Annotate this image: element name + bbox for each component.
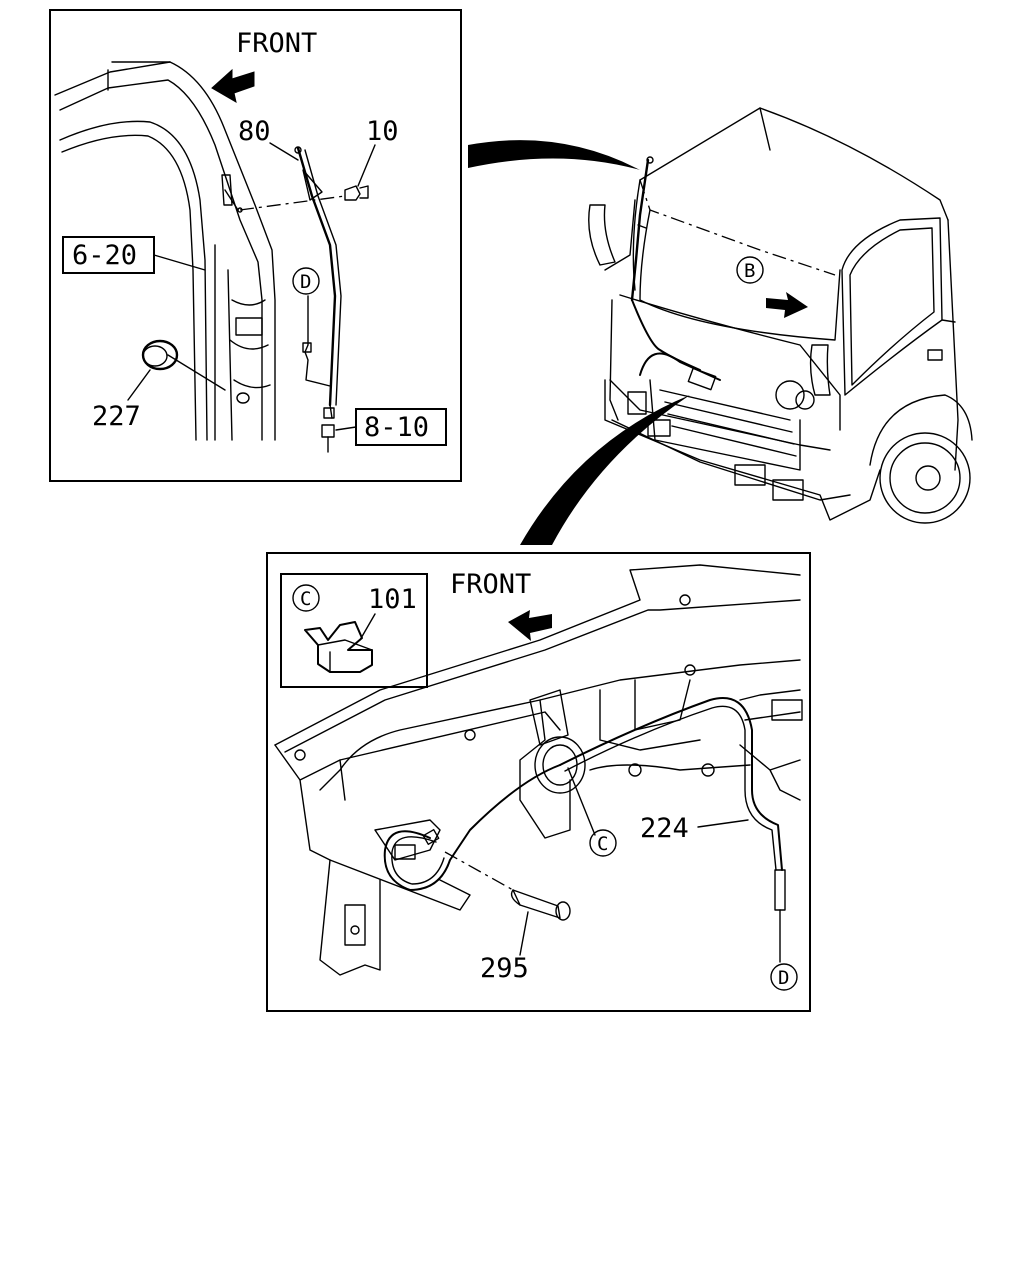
radiator-support-frame: [274, 564, 803, 976]
sleeve-part-295: [444, 851, 571, 956]
reference-box-6-20: 6-20: [62, 236, 206, 274]
clip-inset-c: C 101: [280, 573, 428, 688]
cab-pillar-drawing: [54, 61, 276, 441]
front-arrow-top: [211, 68, 255, 104]
marker-b-circle: [736, 256, 764, 284]
marker-c-inset: C: [300, 588, 311, 610]
part-number-80: 80: [238, 116, 271, 147]
front-arrow-bottom: [508, 610, 552, 641]
cable-routing-panel: FRONT C 101: [266, 552, 811, 1012]
marker-c-callout: C: [597, 833, 608, 855]
part-number-10: 10: [366, 116, 399, 147]
callout-swoosh-upper: [468, 140, 640, 170]
marker-d-top-circle: [292, 267, 320, 295]
front-label-top: FRONT: [236, 28, 317, 59]
part-number-227: 227: [92, 401, 141, 432]
marker-d-bottom-circle: [770, 963, 798, 991]
marker-b: B: [744, 260, 755, 282]
reference-label-6-20: 6-20: [72, 240, 137, 271]
cab-arrow: [766, 292, 808, 318]
marker-c-callout-circle: [589, 829, 617, 857]
front-label-bottom: FRONT: [450, 569, 531, 600]
bolt-part-10: [237, 185, 369, 213]
reference-label-8-10: 8-10: [364, 412, 429, 443]
part-number-295: 295: [480, 953, 529, 984]
reference-box-8-10: 8-10: [335, 408, 447, 446]
marker-d-bottom: D: [778, 967, 789, 989]
grommet-part-227: [141, 339, 226, 391]
antenna-cable-224: [383, 697, 786, 963]
part-number-101: 101: [368, 584, 417, 615]
antenna-detail-panel: FRONT 80: [49, 9, 462, 482]
truck-cab-drawing: B: [588, 107, 973, 524]
callout-swoosh-lower: [520, 395, 690, 545]
part-number-224: 224: [640, 813, 689, 844]
marker-d-top: D: [300, 271, 311, 293]
antenna-assembly: [294, 146, 342, 453]
marker-c-inset-circle: [292, 584, 320, 612]
